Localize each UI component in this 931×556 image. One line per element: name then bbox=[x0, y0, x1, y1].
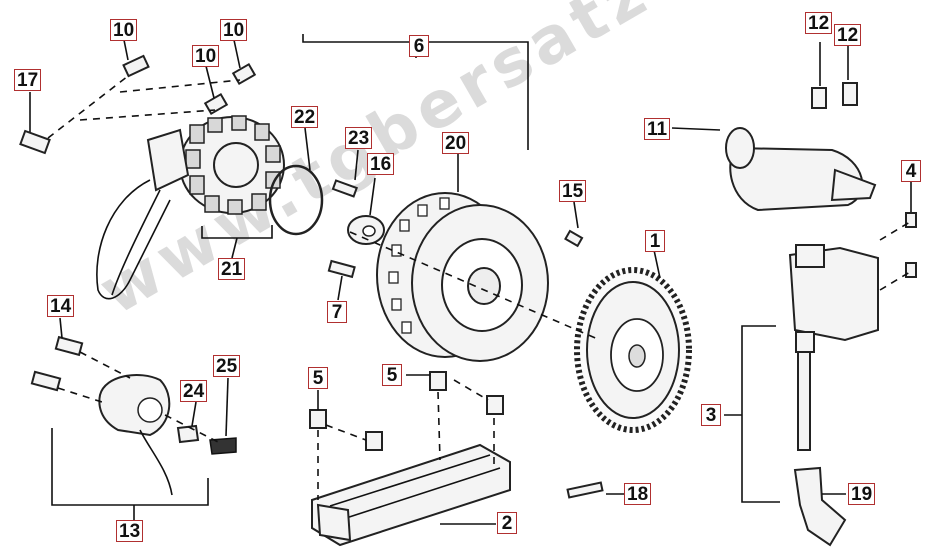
callout-23: 23 bbox=[345, 127, 373, 149]
stator-screws-part bbox=[19, 54, 257, 155]
callout-25: 25 bbox=[213, 355, 241, 377]
callout-18: 18 bbox=[624, 483, 652, 505]
callout-1: 1 bbox=[645, 230, 665, 252]
callout-17: 17 bbox=[14, 69, 42, 91]
clip-part bbox=[566, 481, 604, 499]
callout-6: 6 bbox=[409, 35, 429, 57]
starter-bolts-part bbox=[811, 82, 858, 109]
circlip-part bbox=[268, 164, 324, 236]
callout-12: 12 bbox=[805, 12, 833, 34]
callout-3: 3 bbox=[701, 404, 721, 426]
callout-15: 15 bbox=[559, 180, 587, 202]
callout-5: 5 bbox=[382, 364, 402, 386]
callout-22: 22 bbox=[291, 106, 319, 128]
callout-7: 7 bbox=[327, 301, 347, 323]
callout-11: 11 bbox=[644, 118, 671, 140]
starter-motor-part bbox=[725, 127, 877, 212]
callout-24: 24 bbox=[180, 380, 208, 402]
callout-12: 12 bbox=[834, 24, 862, 46]
callout-19: 19 bbox=[848, 483, 876, 505]
callout-21: 21 bbox=[218, 258, 246, 280]
flywheel-part bbox=[376, 192, 549, 362]
callout-16: 16 bbox=[367, 153, 395, 175]
callout-13: 13 bbox=[116, 520, 144, 542]
callout-2: 2 bbox=[497, 512, 517, 534]
regulator-part bbox=[309, 371, 511, 547]
starter-gear-part bbox=[574, 267, 692, 433]
callout-10: 10 bbox=[220, 19, 248, 41]
callout-10: 10 bbox=[192, 45, 220, 67]
callout-5: 5 bbox=[308, 367, 328, 389]
callout-14: 14 bbox=[47, 295, 75, 317]
callout-20: 20 bbox=[442, 132, 470, 154]
callout-4: 4 bbox=[901, 160, 921, 182]
callout-10: 10 bbox=[110, 19, 138, 41]
pickup-sensor-part bbox=[30, 335, 237, 496]
key-and-washer-parts bbox=[327, 179, 385, 279]
stator-part bbox=[96, 115, 285, 300]
pin-part bbox=[564, 229, 584, 248]
ignition-coil-part bbox=[788, 212, 917, 547]
leader-lines bbox=[29, 34, 912, 525]
